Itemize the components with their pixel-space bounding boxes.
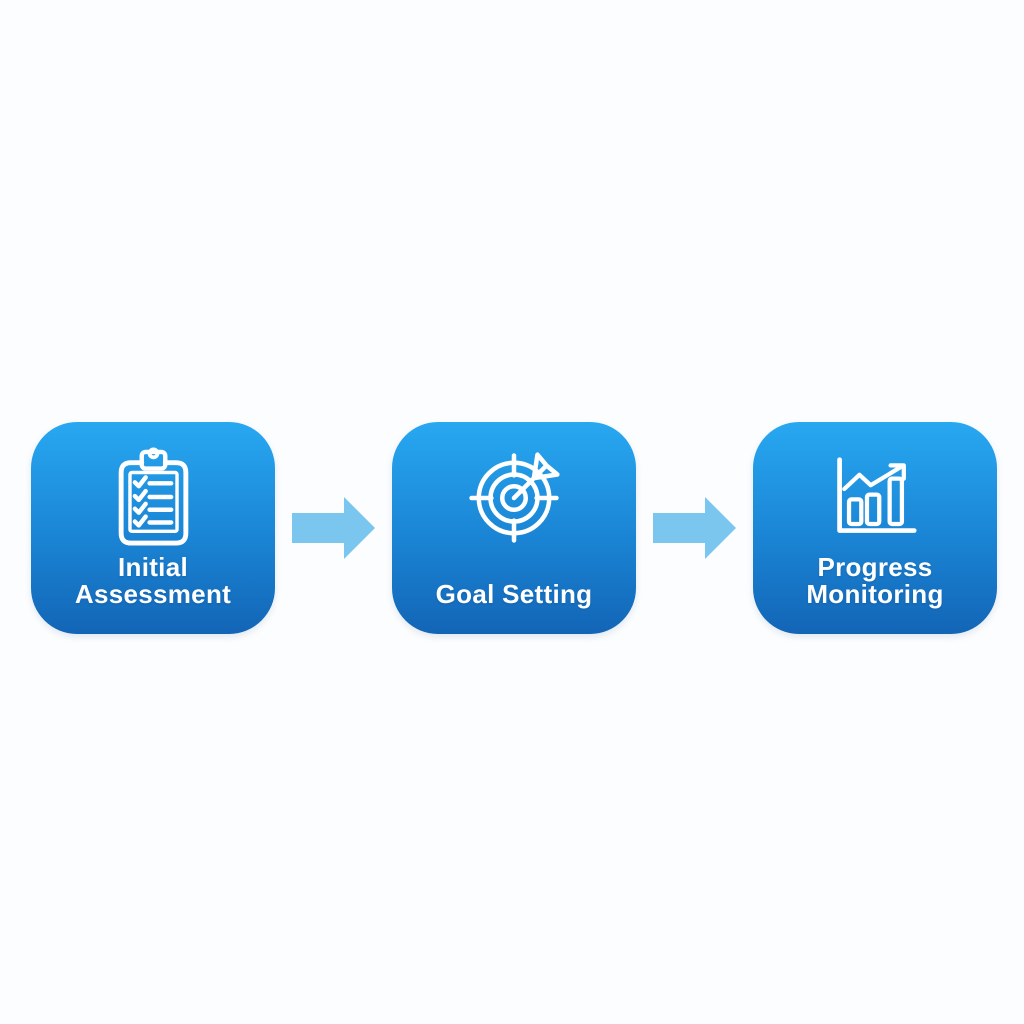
arrow-head [344,497,375,559]
step-label: Initial Assessment [74,552,232,609]
arrow-head [705,497,736,559]
step-icon-wrap [458,440,570,556]
step-label: Goal Setting [435,579,593,609]
step-icon-wrap [830,440,920,554]
arrow-shaft [292,513,344,543]
step-label: Progress Monitoring [806,552,944,609]
clipboard-checklist-icon [118,447,188,546]
target-dart-icon [469,452,560,543]
arrow-shaft [653,513,705,543]
flow-arrow-right-icon [653,497,736,559]
step-card-goal-setting: Goal Setting [392,422,636,634]
bar-chart-growth-icon [837,456,917,533]
process-flow-diagram: Initial Assessment Goal S [31,422,997,634]
flow-arrow-right-icon [292,497,375,559]
step-card-progress-monitoring: Progress Monitoring [753,422,997,634]
step-icon-wrap [116,440,191,554]
step-card-initial-assessment: Initial Assessment [31,422,275,634]
